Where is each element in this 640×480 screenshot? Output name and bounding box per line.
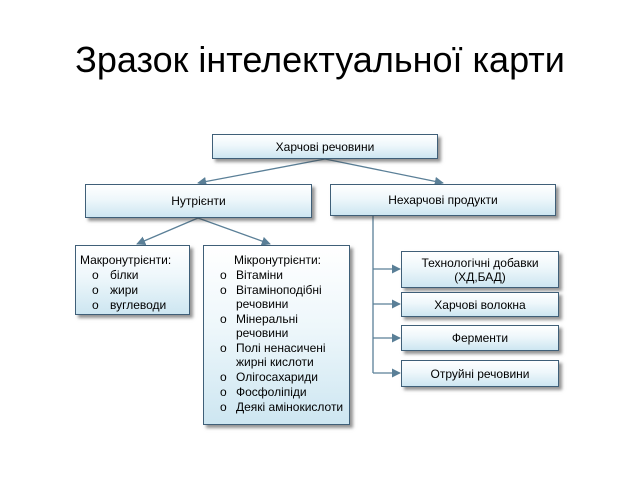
node-technological-additives-label: Технологічні добавки (ХД,БАД) xyxy=(421,255,539,284)
micronutrients-heading: Мікронутрієнти: xyxy=(233,253,321,267)
node-non-nutrients-label: Нехарчові продукти xyxy=(388,193,498,207)
node-toxic-substances: Отруйні речовини xyxy=(401,360,559,387)
macronutrients-heading: Макронутрієнти: xyxy=(80,253,172,267)
bullet-icon: o xyxy=(220,385,227,399)
bullet-icon: o xyxy=(92,298,99,312)
node-enzymes: Ферменти xyxy=(401,325,559,351)
bullet-icon: o xyxy=(220,312,227,326)
node-food-substances-label: Харчові речовини xyxy=(275,139,375,154)
node-nutrients-label: Нутрієнти xyxy=(171,194,226,208)
arrow-nutrients-to-micro xyxy=(197,217,271,246)
bullet-icon: o xyxy=(92,283,99,297)
arrow-root-to-nutrients xyxy=(197,158,326,186)
node-technological-additives: Технологічні добавки (ХД,БАД) xyxy=(401,251,559,288)
node-toxic-substances-label: Отруйні речовини xyxy=(430,366,530,381)
bullet-icon: o xyxy=(220,370,227,384)
node-dietary-fiber: Харчові волокна xyxy=(401,292,559,317)
bullet-icon: o xyxy=(92,268,99,282)
bullet-icon: o xyxy=(220,400,227,414)
node-enzymes-label: Ферменти xyxy=(451,331,509,345)
arrow-nutrients-to-macro xyxy=(136,217,199,245)
node-dietary-fiber-label: Харчові волокна xyxy=(434,297,526,312)
node-non-nutrients: Нехарчові продукти xyxy=(330,184,556,216)
bullet-icon: o xyxy=(220,341,227,355)
node-nutrients: Нутрієнти xyxy=(85,184,312,218)
bullet-icon: o xyxy=(220,268,227,282)
node-food-substances: Харчові речовини xyxy=(212,134,438,159)
bullet-icon: o xyxy=(220,283,227,297)
arrow-root-to-non-nutrients xyxy=(324,158,444,186)
page-title: Зразок інтелектуальної карти xyxy=(75,39,565,80)
